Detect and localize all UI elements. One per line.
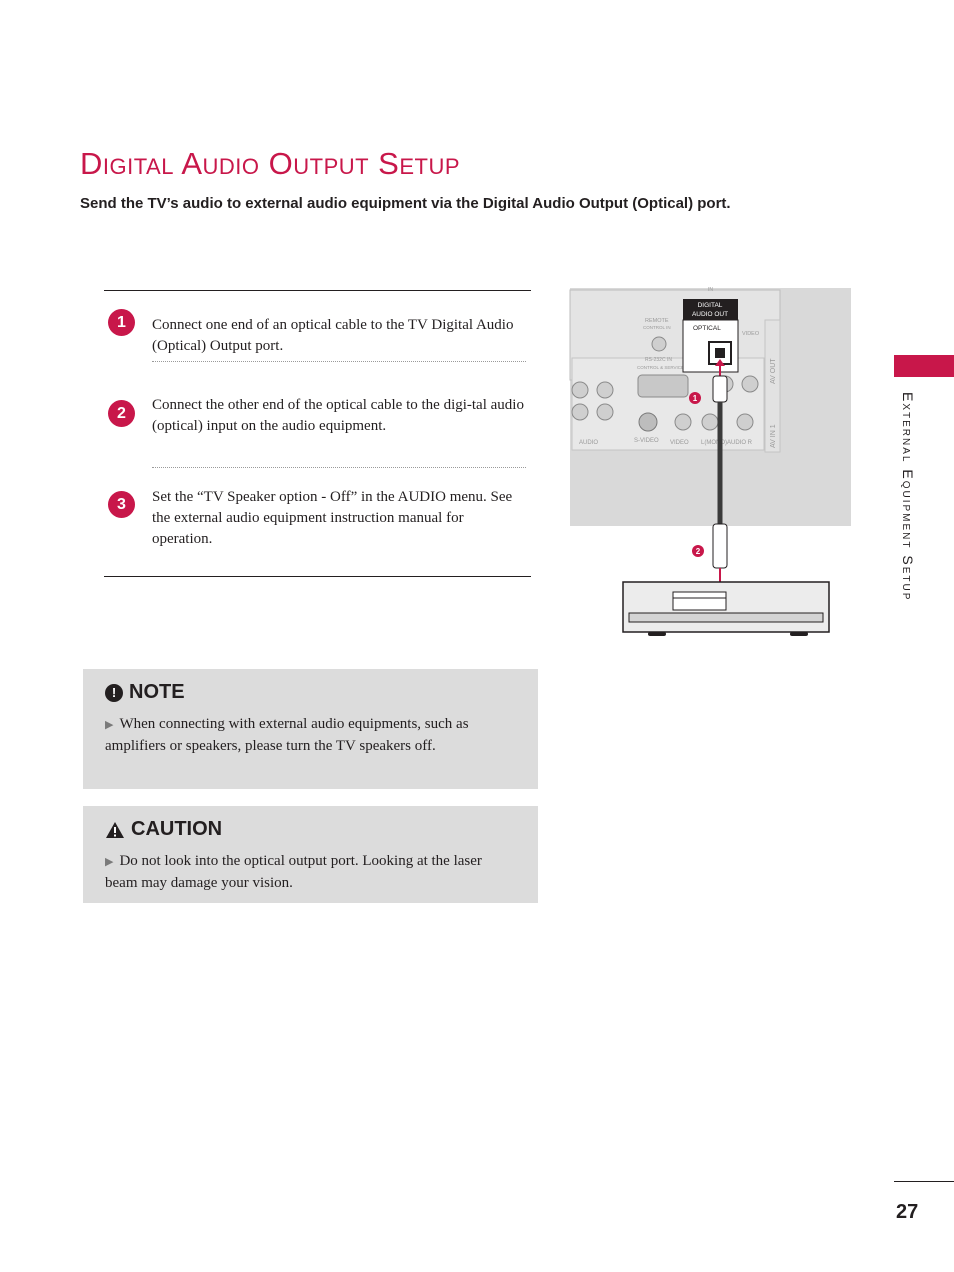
page-title: Digital Audio Output Setup xyxy=(80,146,461,181)
step-text-1: Connect one end of an optical cable to t… xyxy=(152,317,514,354)
section-tab xyxy=(894,355,954,377)
cable-plug-top xyxy=(712,375,728,403)
label-l-mono: L(MONO) xyxy=(701,440,727,446)
step-text-3: Set the “TV Speaker option - Off” in the… xyxy=(152,489,513,547)
label-video-top: VIDEO xyxy=(742,331,760,337)
label-rs232: RS-232C IN xyxy=(645,357,672,363)
page-number-rule xyxy=(894,1181,954,1182)
rs232-port xyxy=(637,374,689,398)
audio-jack-3 xyxy=(571,403,589,421)
note-heading: ! NOTE xyxy=(105,681,185,704)
label-in: IN xyxy=(708,287,713,293)
svideo-jack xyxy=(638,412,658,432)
steps-box: 1 Connect one end of an optical cable to… xyxy=(104,290,531,577)
caution-heading-text: CAUTION xyxy=(131,818,223,840)
optical-port-label: OPTICAL xyxy=(693,325,721,332)
audio-jack-2 xyxy=(596,381,614,399)
audio-equipment-foot-right xyxy=(790,632,808,636)
label-audio: AUDIO xyxy=(579,440,598,446)
triangle-bullet-icon: ▶ xyxy=(105,856,114,868)
caution-heading: CAUTION xyxy=(105,818,222,841)
arrow-up-head xyxy=(715,359,725,366)
warning-triangle-icon xyxy=(106,821,124,838)
label-av-in: AV IN 1 xyxy=(770,424,777,448)
optical-header-text-2: AUDIO OUT xyxy=(692,311,728,318)
marker-1 xyxy=(689,392,701,404)
caution-text: Do not look into the optical output port… xyxy=(105,853,482,891)
exclamation-circle-icon: ! xyxy=(105,683,123,702)
optical-port-header xyxy=(683,299,738,320)
note-text: When connecting with external audio equi… xyxy=(105,716,469,754)
label-control-in: CONTROL IN xyxy=(643,325,671,330)
step-divider-1 xyxy=(152,361,526,362)
label-svideo: S-VIDEO xyxy=(634,438,659,444)
step-number-1: 1 xyxy=(108,309,135,336)
step-text-2: Connect the other end of the optical cab… xyxy=(152,397,524,434)
marker-2 xyxy=(692,545,704,557)
audio-equipment-foot-left xyxy=(648,632,666,636)
audio-equipment-input xyxy=(672,591,727,611)
tv-av-right-plate xyxy=(764,319,781,453)
marker-2-text: 2 xyxy=(696,547,701,556)
note-panel: ! NOTE ▶When connecting with external au… xyxy=(83,669,538,789)
step-divider-2 xyxy=(152,467,526,468)
av-out-jack-2 xyxy=(741,375,759,393)
triangle-bullet-icon: ▶ xyxy=(105,719,114,731)
remote-jack xyxy=(651,336,667,352)
optical-port-inner xyxy=(715,348,725,358)
label-audio-r: AUDIO R xyxy=(727,440,753,446)
step-number-2: 2 xyxy=(108,400,135,427)
label-control-service: CONTROL & SERVICE xyxy=(637,365,684,370)
caution-body: ▶Do not look into the optical output por… xyxy=(105,851,515,893)
section-label: External Equipment Setup xyxy=(900,392,916,602)
connection-diagram: IN REMOTE CONTROL IN RS-232C IN CONTROL … xyxy=(569,287,851,636)
audio-r-jack xyxy=(736,413,754,431)
audio-equipment-front xyxy=(628,612,824,623)
video-jack xyxy=(674,413,692,431)
label-remote: REMOTE xyxy=(645,318,669,324)
note-heading-text: NOTE xyxy=(129,681,185,703)
caution-panel: CAUTION ▶Do not look into the optical ou… xyxy=(83,806,538,903)
audio-l-jack xyxy=(701,413,719,431)
label-av-out: AV OUT xyxy=(770,358,777,384)
optical-header-text-1: DIGITAL xyxy=(698,302,723,309)
marker-1-text: 1 xyxy=(693,394,698,403)
note-body: ▶When connecting with external audio equ… xyxy=(105,714,515,756)
cable-plug-bottom xyxy=(712,523,728,569)
audio-jack-4 xyxy=(596,403,614,421)
step-number-3: 3 xyxy=(108,491,135,518)
page-subtitle: Send the TV’s audio to external audio eq… xyxy=(80,195,731,212)
label-video: VIDEO xyxy=(670,440,689,446)
audio-jack-1 xyxy=(571,381,589,399)
page-number: 27 xyxy=(896,1201,919,1223)
